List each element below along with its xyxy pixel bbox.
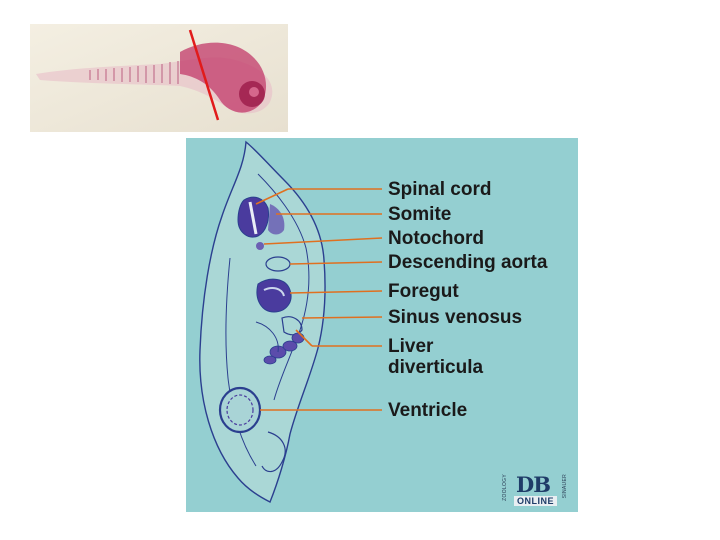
heart-wall	[255, 321, 279, 353]
label-spinal-cord: Spinal cord	[388, 179, 492, 200]
inner-membrane	[257, 173, 310, 401]
label-liver-diverticula: Liver diverticula	[388, 336, 484, 378]
leader-foregut	[289, 290, 383, 294]
outer-membrane	[225, 257, 257, 467]
foregut-lumen	[263, 287, 285, 297]
somite-shape	[268, 204, 285, 235]
logo-side-left: ZOOLOGY	[502, 474, 508, 501]
section-plane-line	[188, 29, 220, 121]
label-descending-aorta: Descending aorta	[388, 252, 548, 273]
leader-aorta	[289, 261, 383, 265]
logo-main: DB	[516, 472, 551, 497]
notochord-shape	[256, 242, 264, 250]
logo-side-right: SINAUER	[562, 474, 568, 499]
logo-sub: ONLINE	[514, 496, 558, 506]
leader-sinus-venosus	[301, 316, 383, 319]
leader-spinal-cord-angle	[255, 188, 289, 205]
db-online-logo: ZOOLOGY DB ONLINE SINAUER	[500, 472, 570, 510]
label-notochord: Notochord	[388, 228, 485, 249]
embryo-somites	[89, 61, 179, 84]
pericardial-bump	[261, 431, 286, 473]
label-sinus-venosus: Sinus venosus	[388, 307, 523, 328]
leader-liver-angle	[295, 329, 313, 347]
cross-section-illustration	[199, 140, 383, 503]
leader-notochord	[263, 237, 383, 245]
foregut-shape	[256, 278, 292, 313]
embryo-illustration	[30, 24, 288, 132]
leader-lines	[255, 188, 383, 411]
label-ventricle: Ventricle	[388, 400, 468, 421]
cross-section-figure: Spinal cord Somite Notochord Descending …	[186, 138, 578, 512]
ventricle-trabeculae	[226, 394, 254, 426]
body-outline	[199, 140, 326, 503]
embryo-photo	[30, 24, 288, 132]
label-somite: Somite	[388, 204, 452, 225]
sinus-venosus-shape	[281, 316, 303, 336]
neural-canal	[248, 201, 258, 235]
embryo-eye	[249, 87, 259, 97]
label-foregut: Foregut	[388, 281, 459, 302]
